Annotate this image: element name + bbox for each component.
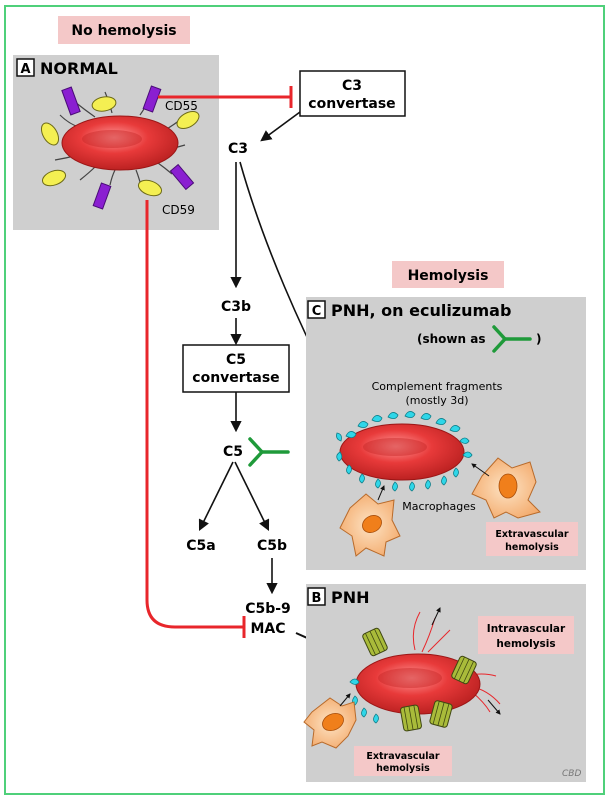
cd59-molecule [91, 96, 117, 112]
mac-label: MAC [250, 621, 285, 637]
extravascular-c-badge [486, 522, 578, 556]
extravascular-b-label-2: hemolysis [376, 763, 430, 774]
intravascular-label-2: hemolysis [496, 638, 555, 650]
convertase-to-c3-arrow [260, 111, 301, 142]
macrophages-label: Macrophages [402, 500, 476, 513]
eculizumab-antibody-icon [248, 437, 290, 467]
mac-pore-icon [451, 655, 477, 685]
no-hemolysis-label: No hemolysis [71, 23, 176, 39]
c5b9-label: C5b-9 [245, 601, 291, 617]
panel-c-letter: C [312, 304, 322, 319]
cd59-molecule [41, 169, 67, 187]
macrophage-arrow [339, 693, 351, 707]
c5a-label: C5a [186, 538, 215, 554]
c3-label: C3 [228, 141, 248, 157]
panel-b-title: PNH [331, 588, 370, 607]
shown-as-close-paren: ) [536, 332, 541, 346]
extravascular-c-label-1: Extravascular [495, 529, 569, 540]
c5-convertase-label-2: convertase [192, 370, 279, 386]
c3-convertase-label-2: convertase [308, 96, 395, 112]
macrophage-arrow [377, 485, 385, 501]
c3-convertase-label-1: C3 [342, 78, 362, 94]
shown-as-antibody-icon [492, 325, 532, 353]
cd55-molecule [142, 85, 162, 113]
cd55-label: CD55 [165, 99, 198, 113]
panel-c-title: PNH, on eculizumab [331, 301, 511, 320]
cd59-molecule [137, 179, 163, 197]
c3b-label: C3b [221, 299, 251, 315]
extravascular-b-badge [354, 746, 452, 776]
cd59-label: CD59 [162, 203, 195, 217]
extravascular-b-label-1: Extravascular [366, 751, 440, 762]
cd55-molecule [61, 86, 81, 116]
mac-pore-icon [400, 704, 422, 732]
panel-b-letter-box [307, 587, 326, 606]
panel-a-title: NORMAL [40, 59, 118, 78]
panel-c-letter-box [307, 300, 326, 319]
complement-fragments [336, 411, 473, 492]
outer-frame [4, 5, 605, 795]
mostly-3d-label: (mostly 3d) [405, 394, 468, 407]
macrophage-arrow [471, 463, 490, 477]
complement-fragments-label: Complement fragments [372, 380, 503, 393]
normal-rbc-group [40, 85, 200, 210]
cd59-inhibition-line [145, 200, 243, 629]
mac-pore-icon [429, 700, 453, 728]
no-hemolysis-badge [58, 16, 190, 44]
extravascular-c-label-2: hemolysis [505, 542, 559, 553]
panel-a-letter-box [16, 58, 35, 77]
panel-b-letter: B [312, 591, 322, 606]
c5-convertase-box [182, 344, 290, 393]
c5-convertase-label-1: C5 [226, 352, 246, 368]
cd59-molecule [40, 122, 60, 146]
pnh-eculizumab-rbc-group [336, 411, 473, 492]
macrophage-icon [339, 493, 401, 557]
c5-to-c5a-arrow [198, 461, 234, 532]
hemolysis-badge [392, 261, 504, 288]
hemolysis-label: Hemolysis [408, 268, 489, 284]
cd55-molecule [169, 163, 195, 191]
normal-red-blood-cell [61, 115, 179, 171]
cd59-molecule [176, 110, 200, 130]
pnh-rbc-group [349, 607, 501, 732]
cd55-molecule [92, 182, 112, 210]
macrophage-icon [471, 457, 541, 519]
intravascular-badge [478, 616, 574, 654]
c5b-label: C5b [257, 538, 287, 554]
c5-to-c5b-arrow [234, 461, 270, 532]
mac-pore-icon [362, 627, 388, 657]
artist-signature: CBD [562, 769, 581, 779]
intravascular-label-1: Intravascular [487, 623, 566, 635]
macrophage-icon [303, 697, 357, 749]
c3-convertase-box [299, 70, 406, 117]
c5-label: C5 [223, 444, 243, 460]
panel-a-letter: A [20, 62, 30, 77]
shown-as-label: (shown as [417, 332, 485, 346]
